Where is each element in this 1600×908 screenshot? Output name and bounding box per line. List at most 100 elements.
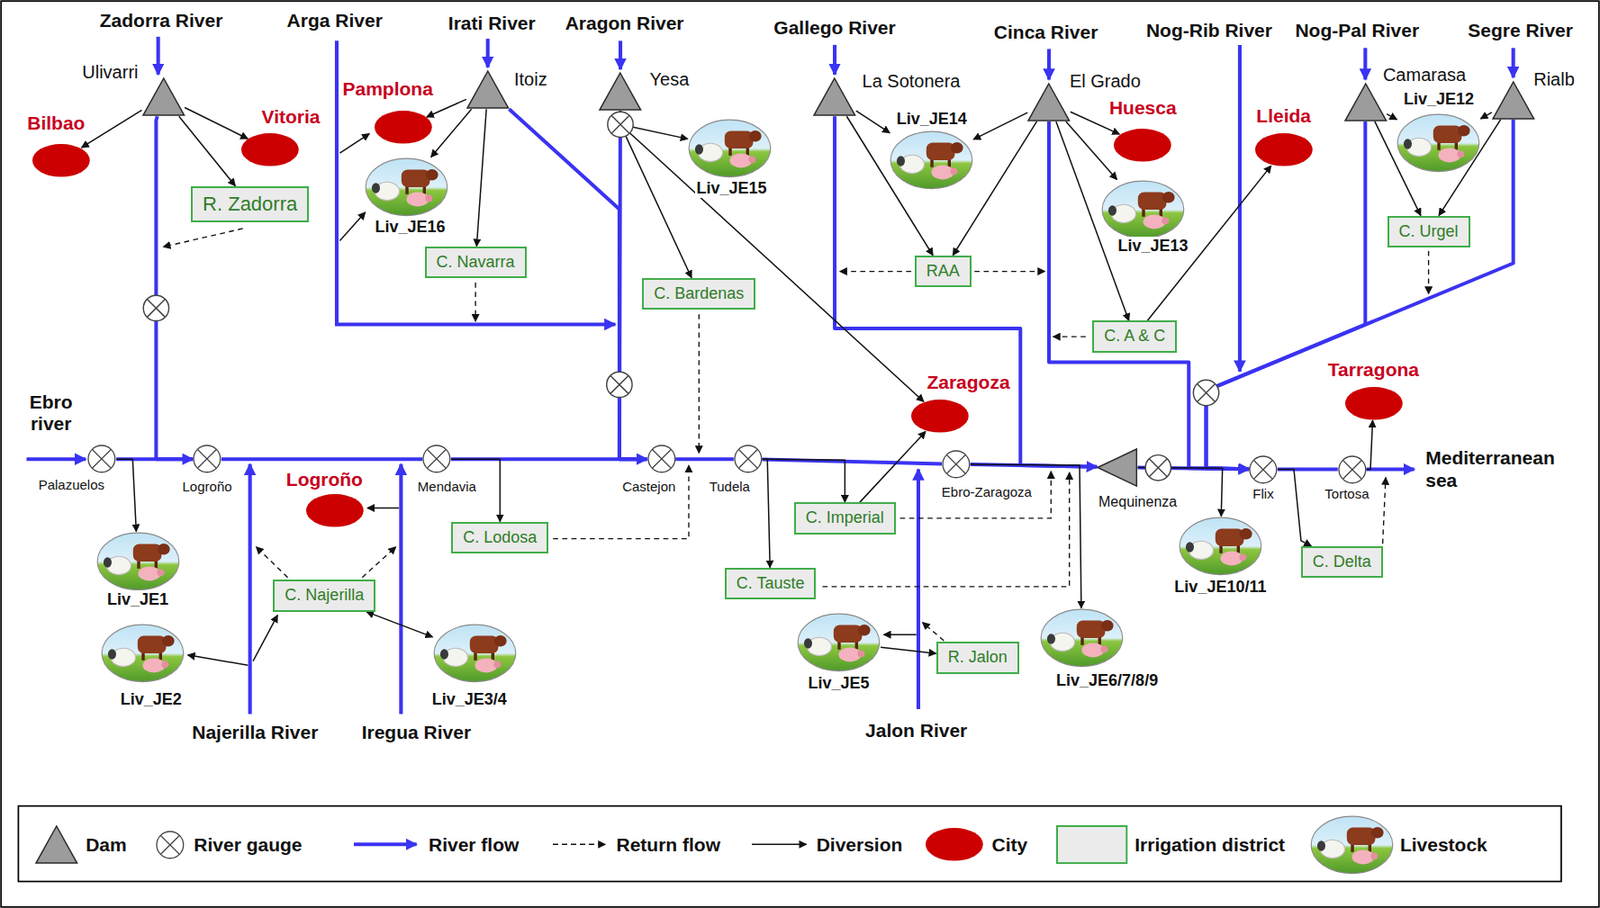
river-flow [1206,119,1514,471]
city-marker: Tarragona [1344,386,1404,422]
river-name: Aragon River [563,12,687,35]
river-gauge: Mendavia [422,444,452,474]
river-line [1363,47,1367,80]
dam-triangle [1345,83,1387,121]
dam-symbol: Rialb [1491,81,1536,120]
river-line [618,40,623,70]
city-marker-shape [305,493,365,529]
dam-symbol: La Sotonera [813,77,857,117]
diversion-arrow [1386,114,1397,120]
river-name: Ebro river [18,391,84,435]
pig-snout [493,660,501,669]
city-marker: Logroño [305,493,365,529]
legend-sample [1056,825,1128,865]
river-line [156,36,161,75]
cow-head [749,130,762,142]
diversion-arrow [762,459,771,569]
dam-triangle [1097,449,1137,487]
river-gauge: Tudela [733,444,763,474]
gauge-circle [156,831,184,859]
return-flows [162,228,1429,642]
livestock-label: Liv_JE2 [118,690,184,710]
district-label: C. Navarra [436,253,516,272]
river-diversions [188,134,917,667]
cow-body [1346,827,1376,845]
river-gauge-shape [647,444,677,474]
sheep-head [695,144,704,154]
diversion-arrow [426,99,467,118]
pig-snout [748,155,756,163]
city-label: Huesca [1107,97,1179,119]
dam-symbol-shape [598,72,642,111]
gauge-circle [1338,456,1366,484]
livestock-icon: Liv_JE3/4 [433,623,517,684]
return-line [552,465,689,540]
river-name: Segre River [1465,19,1575,42]
legend-label: Diversion [816,834,904,857]
city-marker: Huesca [1112,127,1173,163]
gauge-cross [161,835,181,855]
sheep-head [108,649,117,660]
pig-snout [162,660,170,669]
gauge-label: Flix [1250,486,1275,502]
irrigation-district: C. Imperial [794,502,896,535]
dam-symbol-shape [1491,81,1536,120]
dam-triangle [36,826,78,864]
dam-symbol: Ulivarri [142,77,186,117]
pig-snout [858,650,866,659]
gauge-label: Palazuelos [36,477,107,493]
livestock-icon-shape [1178,516,1263,577]
livestock-label: Liv_JE5 [806,674,872,694]
river-name: Irati River [446,12,538,35]
city-ellipse [911,399,969,434]
livestock-label: Liv_JE13 [1116,236,1191,256]
diversion-arrow [1365,420,1373,470]
sheep-head [371,182,380,193]
city-ellipse [925,828,984,862]
livestock-label: Liv_JE1 [105,590,171,610]
river-name: Nog-Pal River [1292,19,1421,42]
return-line [162,228,243,247]
livestock-label: Liv_JE10/11 [1172,578,1268,597]
livestock-icon: Liv_JE12 [1396,113,1481,173]
pig-snout [950,167,959,175]
district-label: C. Najerilla [284,586,364,605]
legend-label: River flow [428,834,519,857]
pig-snout [1100,645,1108,653]
cow-head [1162,191,1176,203]
livestock-icon-shape [796,613,881,673]
diversion-arrow [179,116,236,186]
legend-sample [155,831,185,860]
river-name: Gallego River [771,17,897,39]
gauge-cross [651,450,671,470]
river-gauge: Flix [1248,455,1278,485]
livestock-icon: Liv_JE16 [364,157,449,217]
diversion-arrow [431,108,472,157]
river-line [916,470,921,710]
livestock-icon: Liv_JE2 [100,623,185,684]
irrigation-district: R. Zadorra [190,186,309,223]
dam-symbol-shape [1027,82,1071,122]
cow-head [1457,125,1471,136]
livestock-ground [1310,816,1393,874]
irrigation-district: C. Lodosa [451,522,549,555]
cow-body [469,635,498,653]
city-label: Lleida [1254,105,1313,127]
sheep-head [1317,840,1326,851]
pig-snout [424,194,433,202]
cow-head [1239,528,1253,540]
dam-symbol-shape [1344,82,1388,122]
gauge-label: Tortosa [1322,486,1371,502]
dam-label: Mequinenza [1096,494,1179,511]
gauge-cross [1148,459,1167,478]
cow-body [137,635,167,653]
district-box [1057,826,1127,864]
diversion-arrow [859,431,926,503]
sheep-head [1185,542,1194,552]
dam-triangle [1028,83,1070,121]
livestock-label: Liv_JE14 [894,109,969,129]
return-line [1383,478,1386,545]
